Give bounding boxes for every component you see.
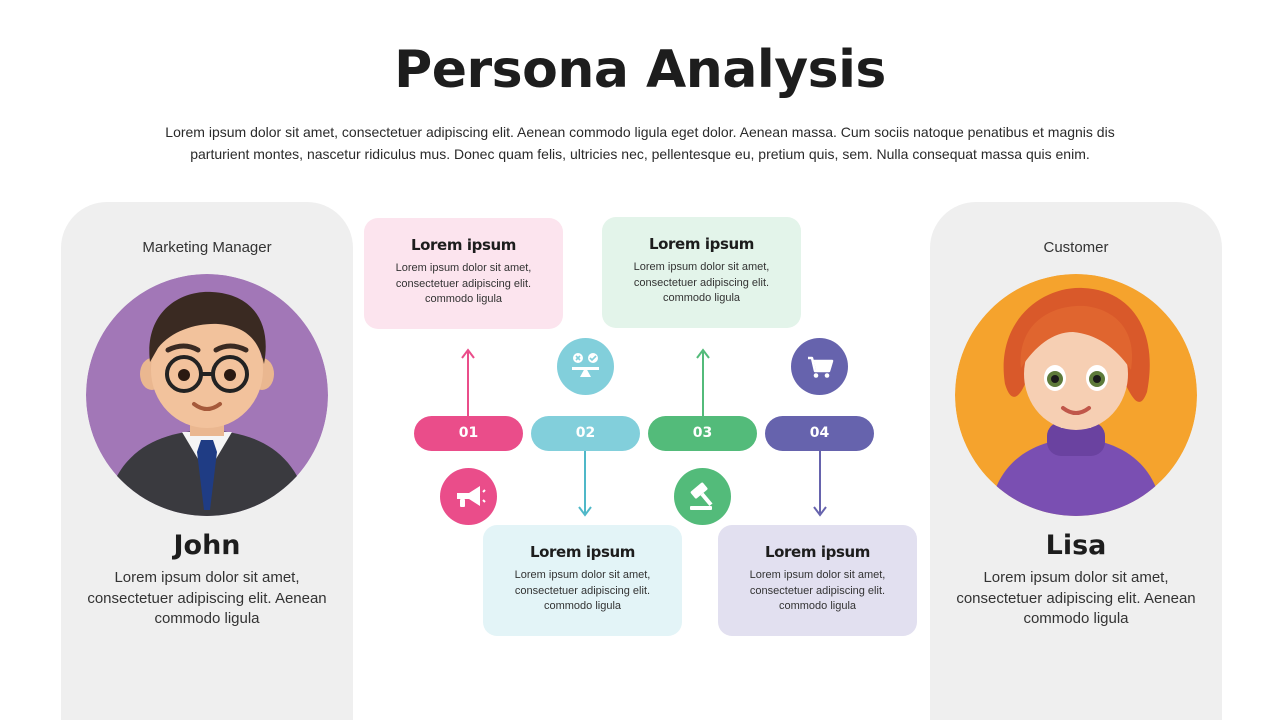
- step-card-title: Lorem ipsum: [648, 235, 754, 253]
- step-card-03: Lorem ipsum Lorem ipsum dolor sit amet, …: [602, 217, 801, 328]
- step-card-text: Lorem ipsum dolor sit amet, consectetuer…: [395, 262, 532, 305]
- step-card-text: Lorem ipsum dolor sit amet, consectetuer…: [633, 261, 770, 304]
- arrow-step-02: [578, 451, 592, 517]
- arrow-step-04: [813, 451, 827, 517]
- balance-scale-icon: [557, 338, 614, 395]
- arrow-step-01: [461, 348, 475, 416]
- man-avatar-icon: [86, 274, 328, 516]
- step-card-title: Lorem ipsum: [529, 543, 635, 561]
- persona-name: John: [173, 530, 241, 561]
- page-title: Persona Analysis: [394, 40, 886, 100]
- step-card-text: Lorem ipsum dolor sit amet, consectetuer…: [514, 569, 651, 612]
- page-subtitle: Lorem ipsum dolor sit amet, consectetuer…: [165, 124, 1115, 162]
- persona-description: Lorem ipsum dolor sit amet, consectetuer…: [87, 569, 327, 627]
- step-card-title: Lorem ipsum: [410, 236, 516, 254]
- shopping-cart-icon: [791, 338, 848, 395]
- step-card-text: Lorem ipsum dolor sit amet, consectetuer…: [749, 569, 886, 612]
- step-card-02: Lorem ipsum Lorem ipsum dolor sit amet, …: [483, 525, 682, 636]
- persona-panel-john: Marketing Manager: [61, 202, 353, 720]
- step-pill-04: 04: [765, 416, 874, 451]
- megaphone-icon: [440, 468, 497, 525]
- step-pill-02: 02: [531, 416, 640, 451]
- persona-description: Lorem ipsum dolor sit amet, consectetuer…: [956, 569, 1196, 627]
- persona-panel-lisa: Customer Lisa Lorem ipsum dolor s: [930, 202, 1222, 720]
- step-card-04: Lorem ipsum Lorem ipsum dolor sit amet, …: [718, 525, 917, 636]
- step-card-01: Lorem ipsum Lorem ipsum dolor sit amet, …: [364, 218, 563, 329]
- persona-role: Customer: [1043, 239, 1109, 256]
- persona-role: Marketing Manager: [142, 239, 272, 256]
- step-pill-01: 01: [414, 416, 523, 451]
- arrow-step-03: [696, 348, 710, 416]
- step-pill-03: 03: [648, 416, 757, 451]
- woman-avatar-icon: [955, 274, 1197, 516]
- persona-name: Lisa: [1045, 530, 1107, 561]
- gavel-icon: [674, 468, 731, 525]
- step-card-title: Lorem ipsum: [764, 543, 870, 561]
